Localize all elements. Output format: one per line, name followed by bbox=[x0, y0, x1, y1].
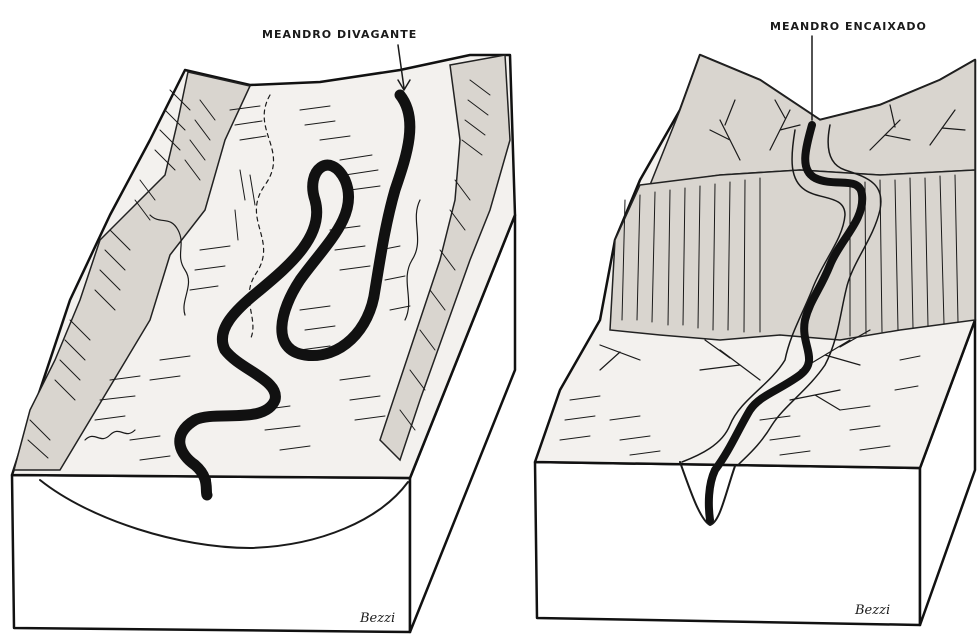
left-block-diagram: MEANDRO DIVAGANTE Bezzi bbox=[12, 28, 515, 632]
right-escarpment-band bbox=[610, 170, 975, 340]
right-block-diagram: MEANDRO ENCAIXADO Bezzi bbox=[535, 20, 975, 625]
left-diagram-label: MEANDRO DIVAGANTE bbox=[262, 28, 417, 41]
right-diagram-label: MEANDRO ENCAIXADO bbox=[770, 20, 927, 33]
left-artist-signature: Bezzi bbox=[359, 611, 395, 626]
right-artist-signature: Bezzi bbox=[854, 603, 890, 618]
